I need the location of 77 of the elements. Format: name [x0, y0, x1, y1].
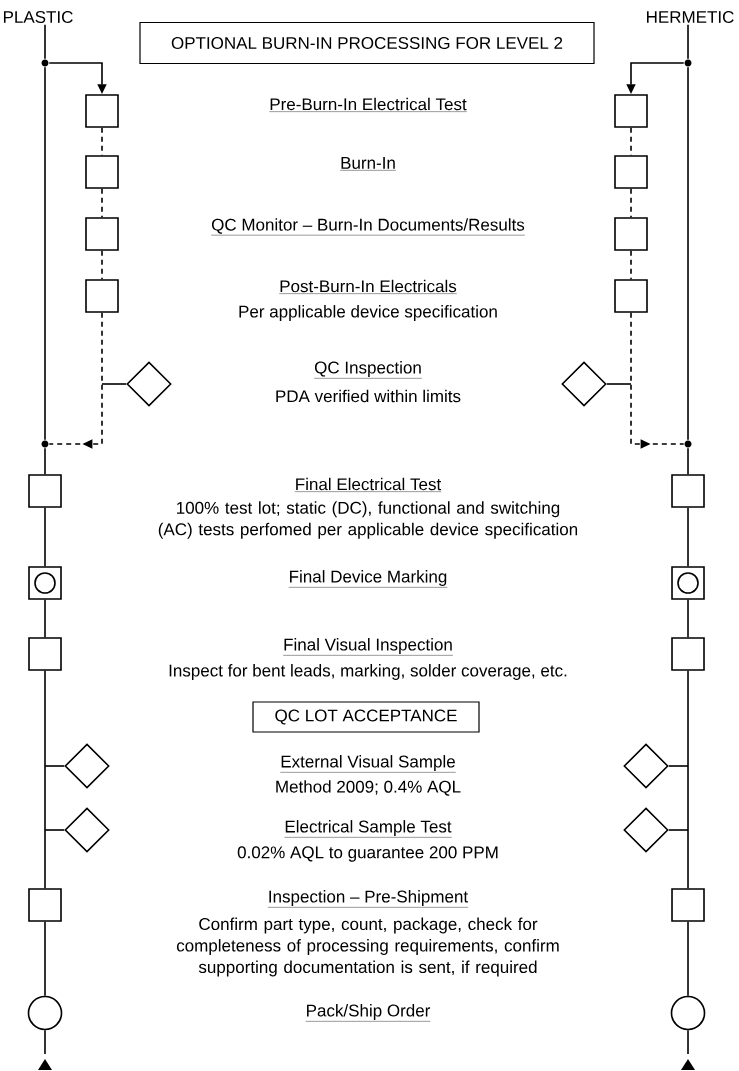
step-heading: Final Visual Inspection: [282, 638, 454, 656]
column-heading: HERMETIC: [647, 11, 734, 24]
process-square: [614, 155, 648, 189]
inspection-diamond: [623, 743, 669, 789]
marking-circle: [34, 572, 56, 594]
arrow: [630, 312, 685, 449]
step-heading: Burn-In: [339, 157, 397, 171]
process-square: [85, 155, 119, 189]
connector: [687, 670, 689, 889]
connector: [668, 765, 689, 767]
process-square: [614, 279, 648, 313]
connector: [687, 24, 689, 60]
connector: [44, 1029, 46, 1055]
process-square: [28, 474, 62, 508]
connector: [101, 188, 103, 218]
process-square: [85, 94, 119, 128]
step-description: 100% test lot; static (DC), functional and switching (AC) tests perfomed per applicable device specification: [158, 501, 578, 539]
step-heading: Final Device Marking: [288, 570, 448, 588]
terminal-circle: [27, 995, 63, 1031]
connector: [687, 599, 689, 638]
process-square: [85, 279, 119, 313]
connector: [44, 24, 46, 60]
step-description: 0.02% AQL to guarantee 200 PPM: [237, 846, 498, 862]
inspection-diamond: [64, 743, 110, 789]
connector: [687, 921, 689, 997]
step-description: Inspect for bent leads, marking, solder coverage, etc.: [169, 664, 567, 680]
connector: [44, 829, 65, 831]
process-square: [671, 888, 705, 922]
step-heading: External Visual Sample: [280, 755, 456, 773]
connector: [630, 188, 632, 218]
connector: [44, 66, 46, 441]
step-description: Method 2009; 0.4% AQL: [276, 780, 461, 796]
connector: [687, 507, 689, 567]
process-square: [614, 217, 648, 251]
step-description: Confirm part type, count, package, check for completeness of processing requirements, confirm supporting documentation is sent, if required: [176, 917, 559, 977]
marking-square: [671, 566, 705, 600]
step-heading: QC Monitor – Burn-In Documents/Results: [210, 218, 526, 236]
step-heading: Post-Burn-In Electricals: [279, 279, 457, 294]
connector: [687, 447, 689, 475]
connector: [687, 66, 689, 441]
arrow: [48, 312, 103, 449]
connector: [630, 250, 632, 280]
process-square: [85, 217, 119, 251]
connector: [44, 599, 46, 638]
inspection-diamond: [64, 807, 110, 853]
connector: [687, 1029, 689, 1055]
heading-box: OPTIONAL BURN-IN PROCESSING FOR LEVEL 2: [139, 21, 595, 65]
connector: [606, 383, 632, 385]
connector: [101, 383, 127, 385]
step-heading: Final Electrical Test: [294, 477, 442, 492]
process-square: [614, 94, 648, 128]
step-heading: Inspection – Pre-Shipment: [267, 890, 469, 908]
inspection-diamond: [623, 807, 669, 853]
inspection-diamond: [561, 361, 607, 407]
connector: [44, 921, 46, 997]
process-square: [28, 888, 62, 922]
step-heading: QC Inspection: [313, 361, 423, 379]
process-square: [671, 474, 705, 508]
inspection-diamond: [126, 361, 172, 407]
step-heading: Pack/Ship Order: [305, 1004, 431, 1022]
heading-box: QC LOT ACCEPTANCE: [252, 701, 480, 733]
process-square: [671, 637, 705, 671]
connector: [668, 829, 689, 831]
terminal-circle: [670, 995, 706, 1031]
connector: [101, 250, 103, 280]
connector: [44, 447, 46, 475]
connector: [44, 670, 46, 889]
process-square: [28, 637, 62, 671]
connector: [44, 507, 46, 567]
step-heading: Electrical Sample Test: [284, 820, 452, 838]
marking-square: [28, 566, 62, 600]
step-description: Per applicable device specification: [239, 305, 497, 321]
step-description: PDA verified within limits: [276, 389, 461, 403]
column-heading: PLASTIC: [3, 11, 73, 24]
step-heading: Pre-Burn-In Electrical Test: [269, 97, 467, 112]
connector: [44, 765, 65, 767]
marking-circle: [677, 572, 699, 594]
